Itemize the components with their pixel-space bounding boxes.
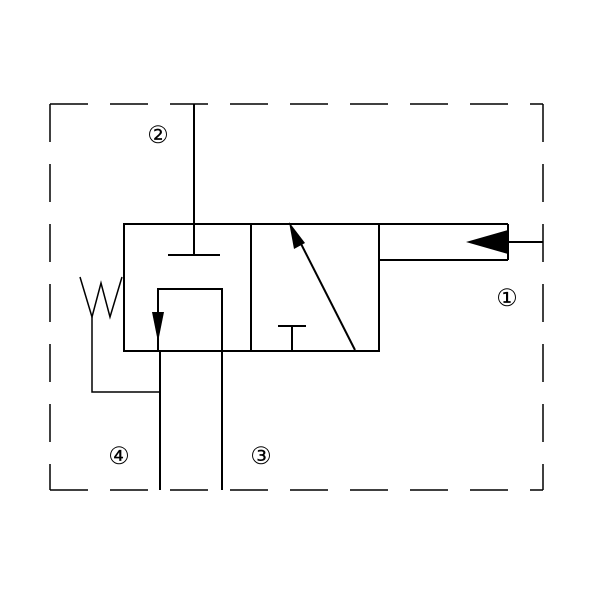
valve-envelope-right <box>250 223 380 352</box>
dashed-enclosure <box>49 103 544 491</box>
valve-envelope-left <box>123 223 252 352</box>
flow-path-right <box>278 222 356 351</box>
pilot-arrow-left <box>466 230 508 254</box>
flow-arrow-diagonal <box>289 222 305 249</box>
port-1-label: ① <box>496 284 518 312</box>
port-4-label: ④ <box>108 442 130 470</box>
port-3-label: ③ <box>250 442 272 470</box>
spring-symbol <box>79 276 160 393</box>
port-2-label: ② <box>147 121 169 149</box>
pilot-inlet-channel <box>379 223 543 261</box>
flow-path-left <box>152 288 223 490</box>
flow-arrow-down <box>152 312 164 342</box>
port-2-line <box>168 104 220 256</box>
